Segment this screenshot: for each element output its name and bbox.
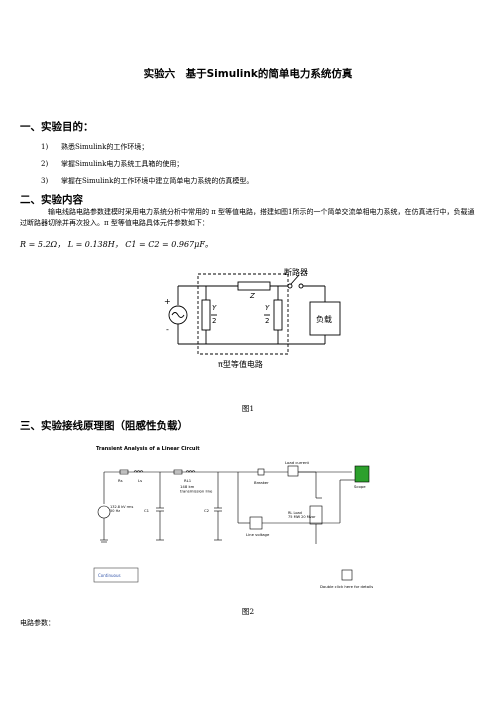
- page-title: 实验六 基于Simulink的简单电力系统仿真: [143, 68, 353, 80]
- y-left-label: Y: [212, 304, 217, 312]
- objective-item: 1) 熟悉Simulink的工作环境；: [41, 142, 148, 152]
- section-heading-content: 二、实验内容: [20, 194, 83, 206]
- breaker-block: [257, 468, 265, 476]
- two-left-label: 2: [212, 317, 216, 325]
- scope-label: Scope: [354, 484, 366, 489]
- objective-item: 2) 掌握Simulink电力系统工具箱的使用；: [41, 159, 183, 169]
- rl1-label: RL1: [184, 478, 192, 483]
- impedance-z: [237, 281, 271, 291]
- content-paragraph: 输电线路电路参数建模时采用电力系统分析中常用的 π 型等值电路，搭建如图1所示的…: [20, 207, 478, 229]
- two-right-label: 2: [265, 317, 269, 325]
- figure1-caption: 图1: [241, 404, 255, 413]
- pi-dashed-box: [197, 273, 289, 355]
- objective-text: 掌握在Simulink的工作环境中建立简单电力系统的仿真模型。: [61, 177, 254, 185]
- content-text: 输电线路电路参数建模时采用电力系统分析中常用的 π 型等值电路，搭建如图1所示的…: [20, 208, 475, 227]
- shunt-admittance-right: [273, 299, 283, 331]
- model-title: Transient Analysis of a Linear Circuit: [96, 446, 200, 452]
- shunt-admittance-left: [201, 299, 211, 331]
- objective-number: 3): [41, 177, 49, 185]
- figure2-caption: 图2: [241, 607, 255, 616]
- voltage-measurement-block: [249, 516, 263, 530]
- load-label: 负载: [316, 314, 332, 324]
- simulink-model: Transient Analysis of a Linear Circuit: [93, 446, 373, 589]
- c1-label: C1: [144, 508, 150, 513]
- pi-circuit-label: π型等值电路: [218, 359, 263, 369]
- objective-text: 掌握Simulink电力系统工具箱的使用；: [61, 160, 184, 168]
- objective-item: 3) 掌握在Simulink的工作环境中建立简单电力系统的仿真模型。: [41, 176, 253, 186]
- circuit-params-label: 电路参数：: [20, 619, 55, 627]
- objective-number: 2): [41, 160, 49, 168]
- plus-sign: +: [164, 297, 171, 306]
- ls-block: [133, 470, 144, 473]
- breaker-label: 断路器: [284, 267, 308, 277]
- scope-block: [354, 465, 370, 483]
- rl1-block: [173, 469, 183, 475]
- powergui-block: [93, 567, 139, 583]
- info-label: Double click here for details: [320, 584, 373, 589]
- ls-label: Ls: [138, 478, 142, 483]
- breaker-label: Breaker: [254, 480, 269, 485]
- voltage-source-block: [97, 505, 111, 519]
- rs-label: Rs: [118, 478, 123, 483]
- breaker-switch: [290, 274, 300, 285]
- current-measurement-block: [287, 465, 299, 477]
- breaker-contact: [287, 283, 293, 289]
- continuous-label: Continuous: [98, 573, 121, 578]
- line-voltage-label: Line voltage: [246, 532, 270, 537]
- c2-label: C2: [204, 508, 210, 513]
- section-heading-objectives: 一、实验目的：: [20, 121, 94, 133]
- parameter-formula: R = 5.2Ω， L = 0.138H， C1 = C2 = 0.967μF。: [20, 240, 213, 249]
- objective-text: 熟悉Simulink的工作环境；: [61, 143, 149, 151]
- objective-number: 1): [41, 143, 49, 151]
- info-block: [341, 569, 353, 581]
- minus-sign: -: [166, 325, 169, 334]
- z-label: Z: [249, 292, 255, 300]
- load-current-label: Load current: [285, 460, 310, 465]
- rs-block: [119, 469, 129, 475]
- y-right-label: Y: [265, 304, 270, 312]
- section-heading-diagram: 三、实验接线原理图（阻感性负载）: [20, 420, 188, 432]
- pi-circuit-diagram: 断路器 Z Y 2 Y 2 负载 + - π型等值电路: [164, 267, 341, 369]
